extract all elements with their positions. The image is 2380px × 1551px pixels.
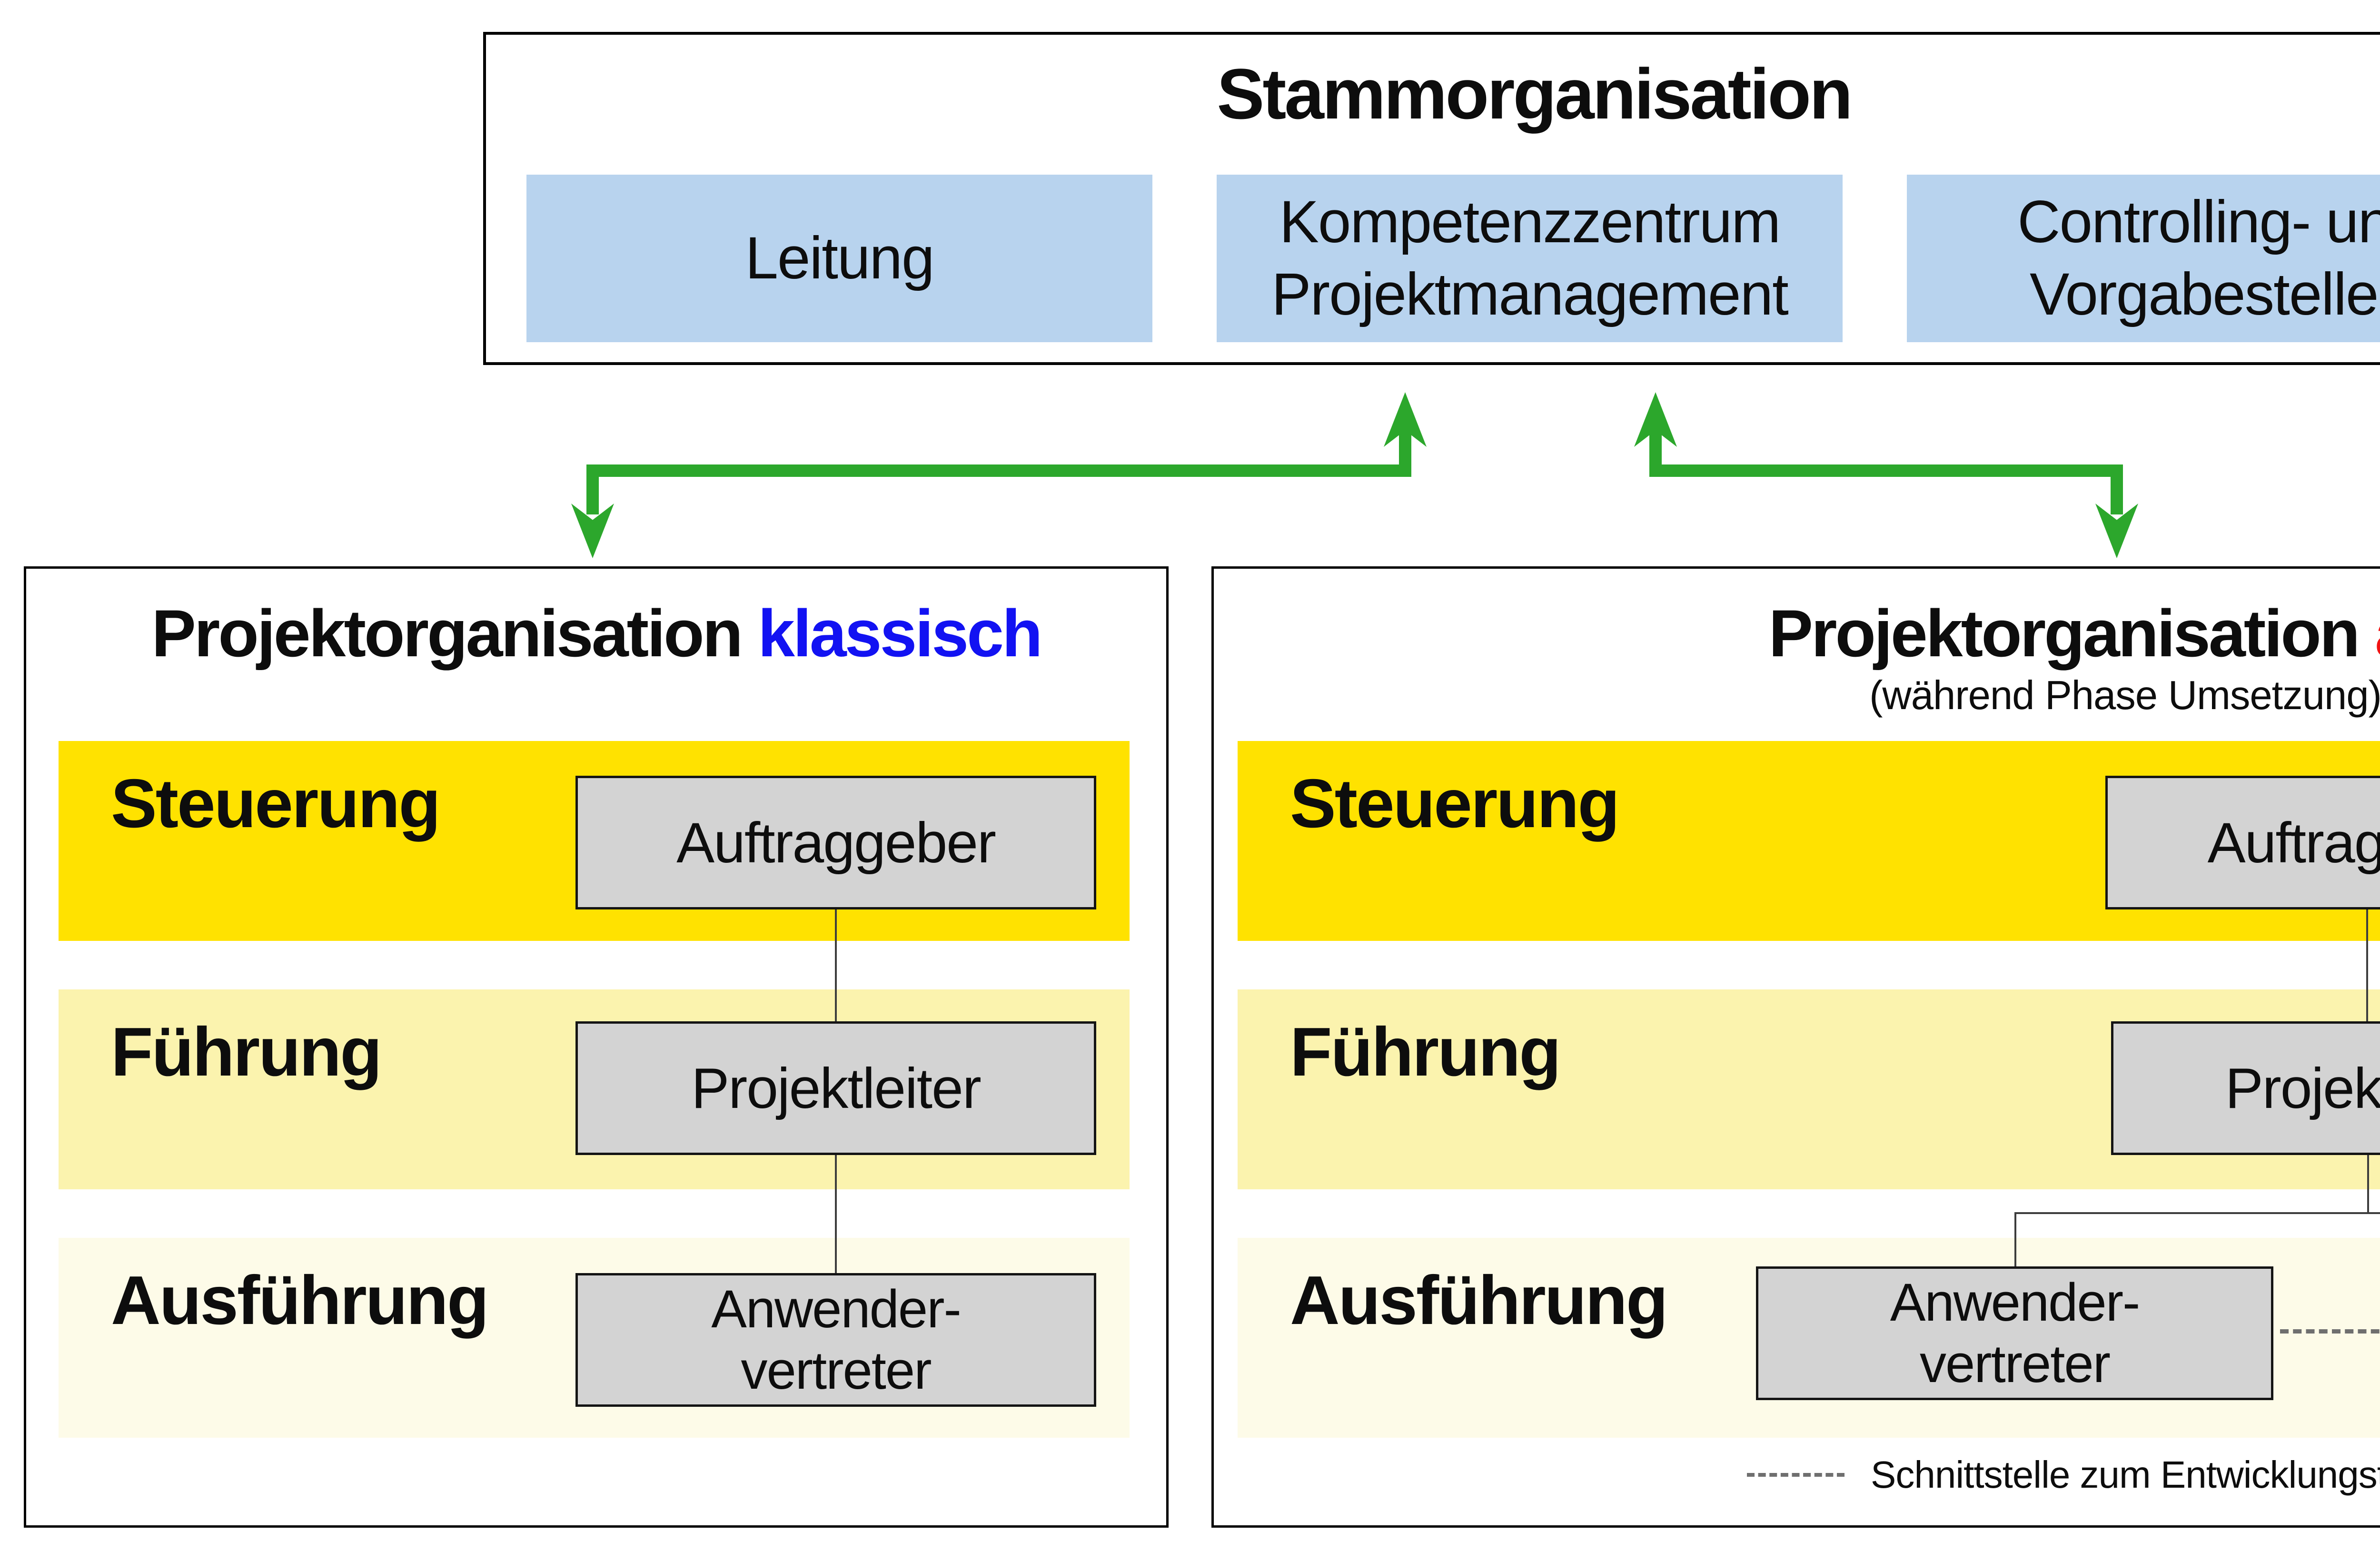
stammorganisation-container: Stammorganisation Leitung Kompetenzzentr…	[483, 32, 2380, 365]
legend-text: Schnittstelle zum Entwicklungsteam	[1871, 1453, 2380, 1496]
box-anwendervertreter-agil-line1: Anwender-	[1890, 1272, 2141, 1332]
arrow-left-up-shaft	[1399, 427, 1411, 477]
arrow-left-horizontal	[586, 464, 1408, 477]
unit-kompetenzzentrum: Kompetenzzentrum Projektmanagement	[1217, 175, 1843, 342]
box-projektleiter-agil-label: Projektleiter	[2225, 1056, 2380, 1120]
box-anwendervertreter-klassisch: Anwender- vertreter	[575, 1273, 1096, 1407]
unit-controlling-line1: Controlling- und	[2017, 188, 2380, 255]
unit-leitung: Leitung	[526, 175, 1152, 342]
legend-dash-icon	[1747, 1473, 1844, 1477]
box-auftraggeber-klassisch-label: Auftraggeber	[676, 810, 996, 875]
panel-klassisch-title-main: Projektorganisation	[151, 596, 743, 671]
stammorganisation-title: Stammorganisation	[1217, 54, 1853, 134]
box-auftraggeber-klassisch: Auftraggeber	[575, 776, 1096, 909]
box-projektleiter-agil: Projektleiter	[2111, 1021, 2380, 1155]
connector-projektleiter-anwender	[835, 1155, 837, 1273]
connector-auftraggeber-projektleiter	[835, 909, 837, 1021]
arrow-right-down-shaft	[2111, 471, 2123, 514]
band-ausfuehrung-agil-label: Ausführung	[1290, 1262, 1668, 1339]
box-auftraggeber-agil-label: Auftraggeber	[2207, 810, 2380, 875]
unit-kompetenzzentrum-line1: Kompetenzzentrum	[1279, 188, 1781, 255]
panel-agil-title-accent: agil	[2375, 596, 2380, 671]
panel-klassisch-title: Projektorganisation klassisch	[26, 595, 1166, 672]
box-anwendervertreter-agil-line2: vertreter	[1920, 1334, 2111, 1393]
box-projektleiter-klassisch: Projektleiter	[575, 1021, 1096, 1155]
connector-auftraggeber-projektleiter-agil	[2366, 909, 2368, 1021]
panel-agil-subtitle: (während Phase Umsetzung)	[1869, 673, 2380, 718]
arrow-right-horizontal	[1649, 464, 2123, 477]
panel-agil-title-main: Projektorganisation	[1768, 596, 2360, 671]
connector-elbow-horizontal-agil	[2014, 1212, 2380, 1214]
unit-controlling: Controlling- und Vorgabestellen	[1907, 175, 2380, 342]
panel-klassisch: Projektorganisation klassisch Steuerung …	[24, 566, 1169, 1528]
box-projektleiter-klassisch-label: Projektleiter	[691, 1056, 982, 1120]
band-fuehrung-klassisch-label: Führung	[111, 1013, 382, 1090]
panel-agil: Projektorganisation agil (während Phase …	[1211, 566, 2380, 1528]
unit-kompetenzzentrum-line2: Projektmanagement	[1271, 261, 1789, 327]
arrow-left-down-shaft	[586, 471, 599, 514]
arrow-right-up-shaft	[1649, 427, 1662, 477]
box-anwendervertreter-klassisch-line1: Anwender-	[711, 1279, 962, 1339]
box-auftraggeber-agil: Auftraggeber	[2105, 776, 2380, 909]
legend: Schnittstelle zum Entwicklungsteam	[1747, 1453, 2380, 1497]
band-fuehrung-agil-label: Führung	[1290, 1013, 1561, 1090]
panel-agil-title: Projektorganisation agil	[1214, 595, 2380, 672]
box-anwendervertreter-klassisch-line2: vertreter	[741, 1340, 932, 1400]
band-ausfuehrung-klassisch-label: Ausführung	[111, 1262, 489, 1339]
connector-drop-anwender-agil	[2014, 1212, 2016, 1266]
connector-projektleiter-stem-agil	[2367, 1155, 2369, 1214]
unit-controlling-line2: Vorgabestellen	[2029, 261, 2380, 327]
panel-klassisch-title-accent: klassisch	[758, 596, 1042, 671]
interface-dashed-line	[2280, 1329, 2380, 1334]
box-anwendervertreter-agil: Anwender- vertreter	[1756, 1266, 2273, 1400]
band-steuerung-klassisch-label: Steuerung	[111, 765, 441, 842]
band-steuerung-agil-label: Steuerung	[1290, 765, 1620, 842]
unit-leitung-label: Leitung	[745, 225, 934, 291]
